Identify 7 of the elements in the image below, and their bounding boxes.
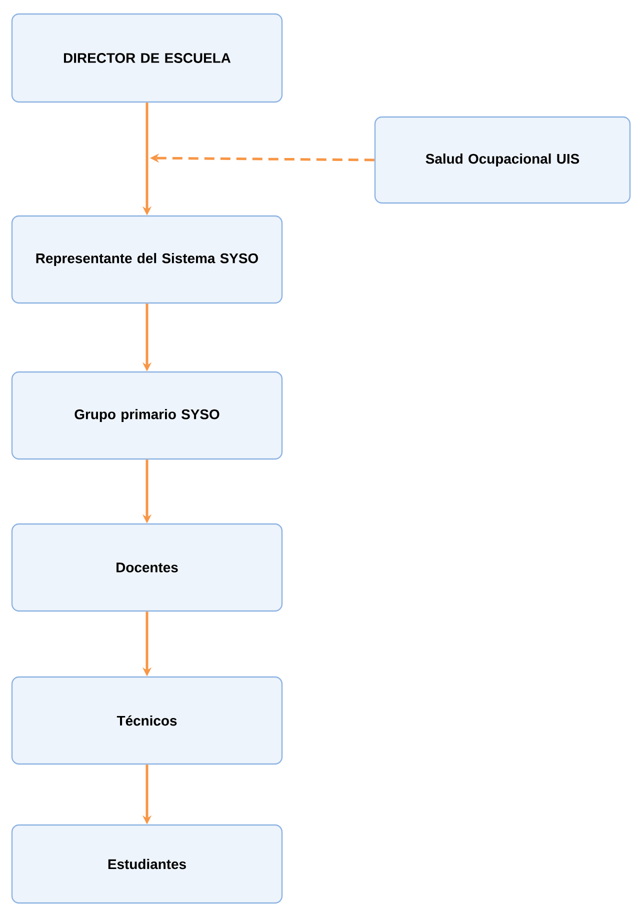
org-box: Estudiantes <box>11 824 283 904</box>
org-box: Grupo primario SYSO <box>11 371 283 460</box>
org-box: Docentes <box>11 523 283 612</box>
org-box: DIRECTOR DE ESCUELA <box>11 13 283 103</box>
org-box: Salud Ocupacional UIS <box>374 116 631 204</box>
org-box: Técnicos <box>11 676 283 765</box>
org-box: Representante del Sistema SYSO <box>11 215 283 304</box>
